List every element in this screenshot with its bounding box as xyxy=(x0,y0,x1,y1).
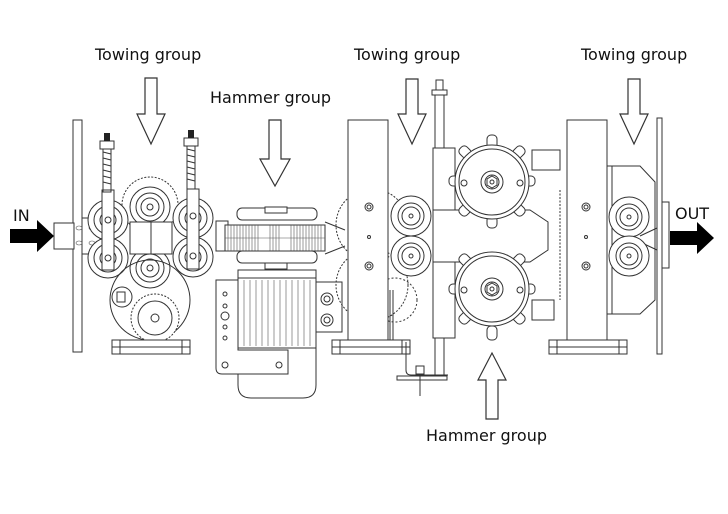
towing-group-2-label: Towing group xyxy=(354,45,461,64)
hammer-wheel-top xyxy=(448,134,536,229)
towing-group-1 xyxy=(53,119,214,355)
towing-group-2 xyxy=(331,119,432,355)
hammer-wheel-bottom xyxy=(448,251,536,341)
hammer-group-top-label: Hammer group xyxy=(210,88,331,107)
hammer-group-rollers xyxy=(396,79,561,396)
towing-group-1-label: Towing group xyxy=(95,45,202,64)
towing-group-3 xyxy=(548,117,670,355)
input-arrow-icon xyxy=(10,220,54,252)
towing-group-1-arrow-icon xyxy=(136,77,166,146)
input-label: IN xyxy=(13,206,30,225)
hammer-group-motor xyxy=(215,206,346,399)
output-arrow-icon xyxy=(670,222,714,254)
hammer-group-bottom-label: Hammer group xyxy=(426,426,547,445)
output-label: OUT xyxy=(675,204,710,223)
towing-group-3-label: Towing group xyxy=(581,45,688,64)
hammer-group-bottom-arrow-icon xyxy=(477,351,507,420)
towing-group-2-arrow-icon xyxy=(397,78,427,146)
hammer-group-top-arrow-icon xyxy=(258,119,292,188)
towing-group-3-arrow-icon xyxy=(619,78,649,146)
